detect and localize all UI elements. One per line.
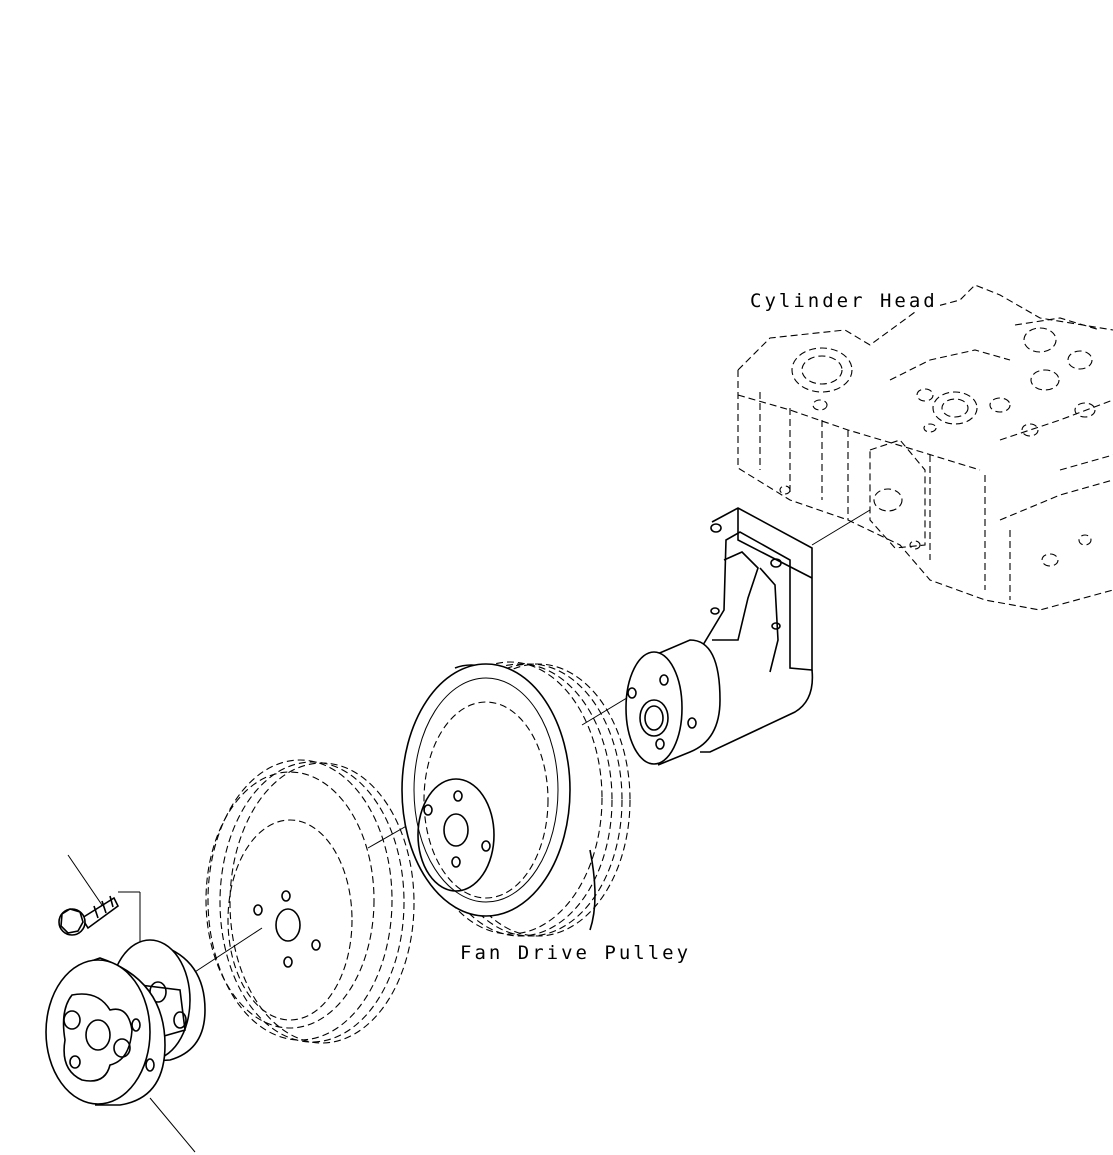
fan-drive-pulley-label: Fan Drive Pulley — [458, 942, 694, 964]
fan-drive-pulley — [401, 661, 631, 937]
spacer-pulley — [205, 759, 415, 1044]
cylinder-head-label: Cylinder Head — [748, 290, 940, 312]
fan-drive-hub — [625, 639, 721, 766]
bracket — [699, 507, 814, 753]
cylinder-head — [737, 284, 1113, 611]
flange-bolt — [58, 895, 120, 936]
fan-flange — [45, 939, 206, 1106]
